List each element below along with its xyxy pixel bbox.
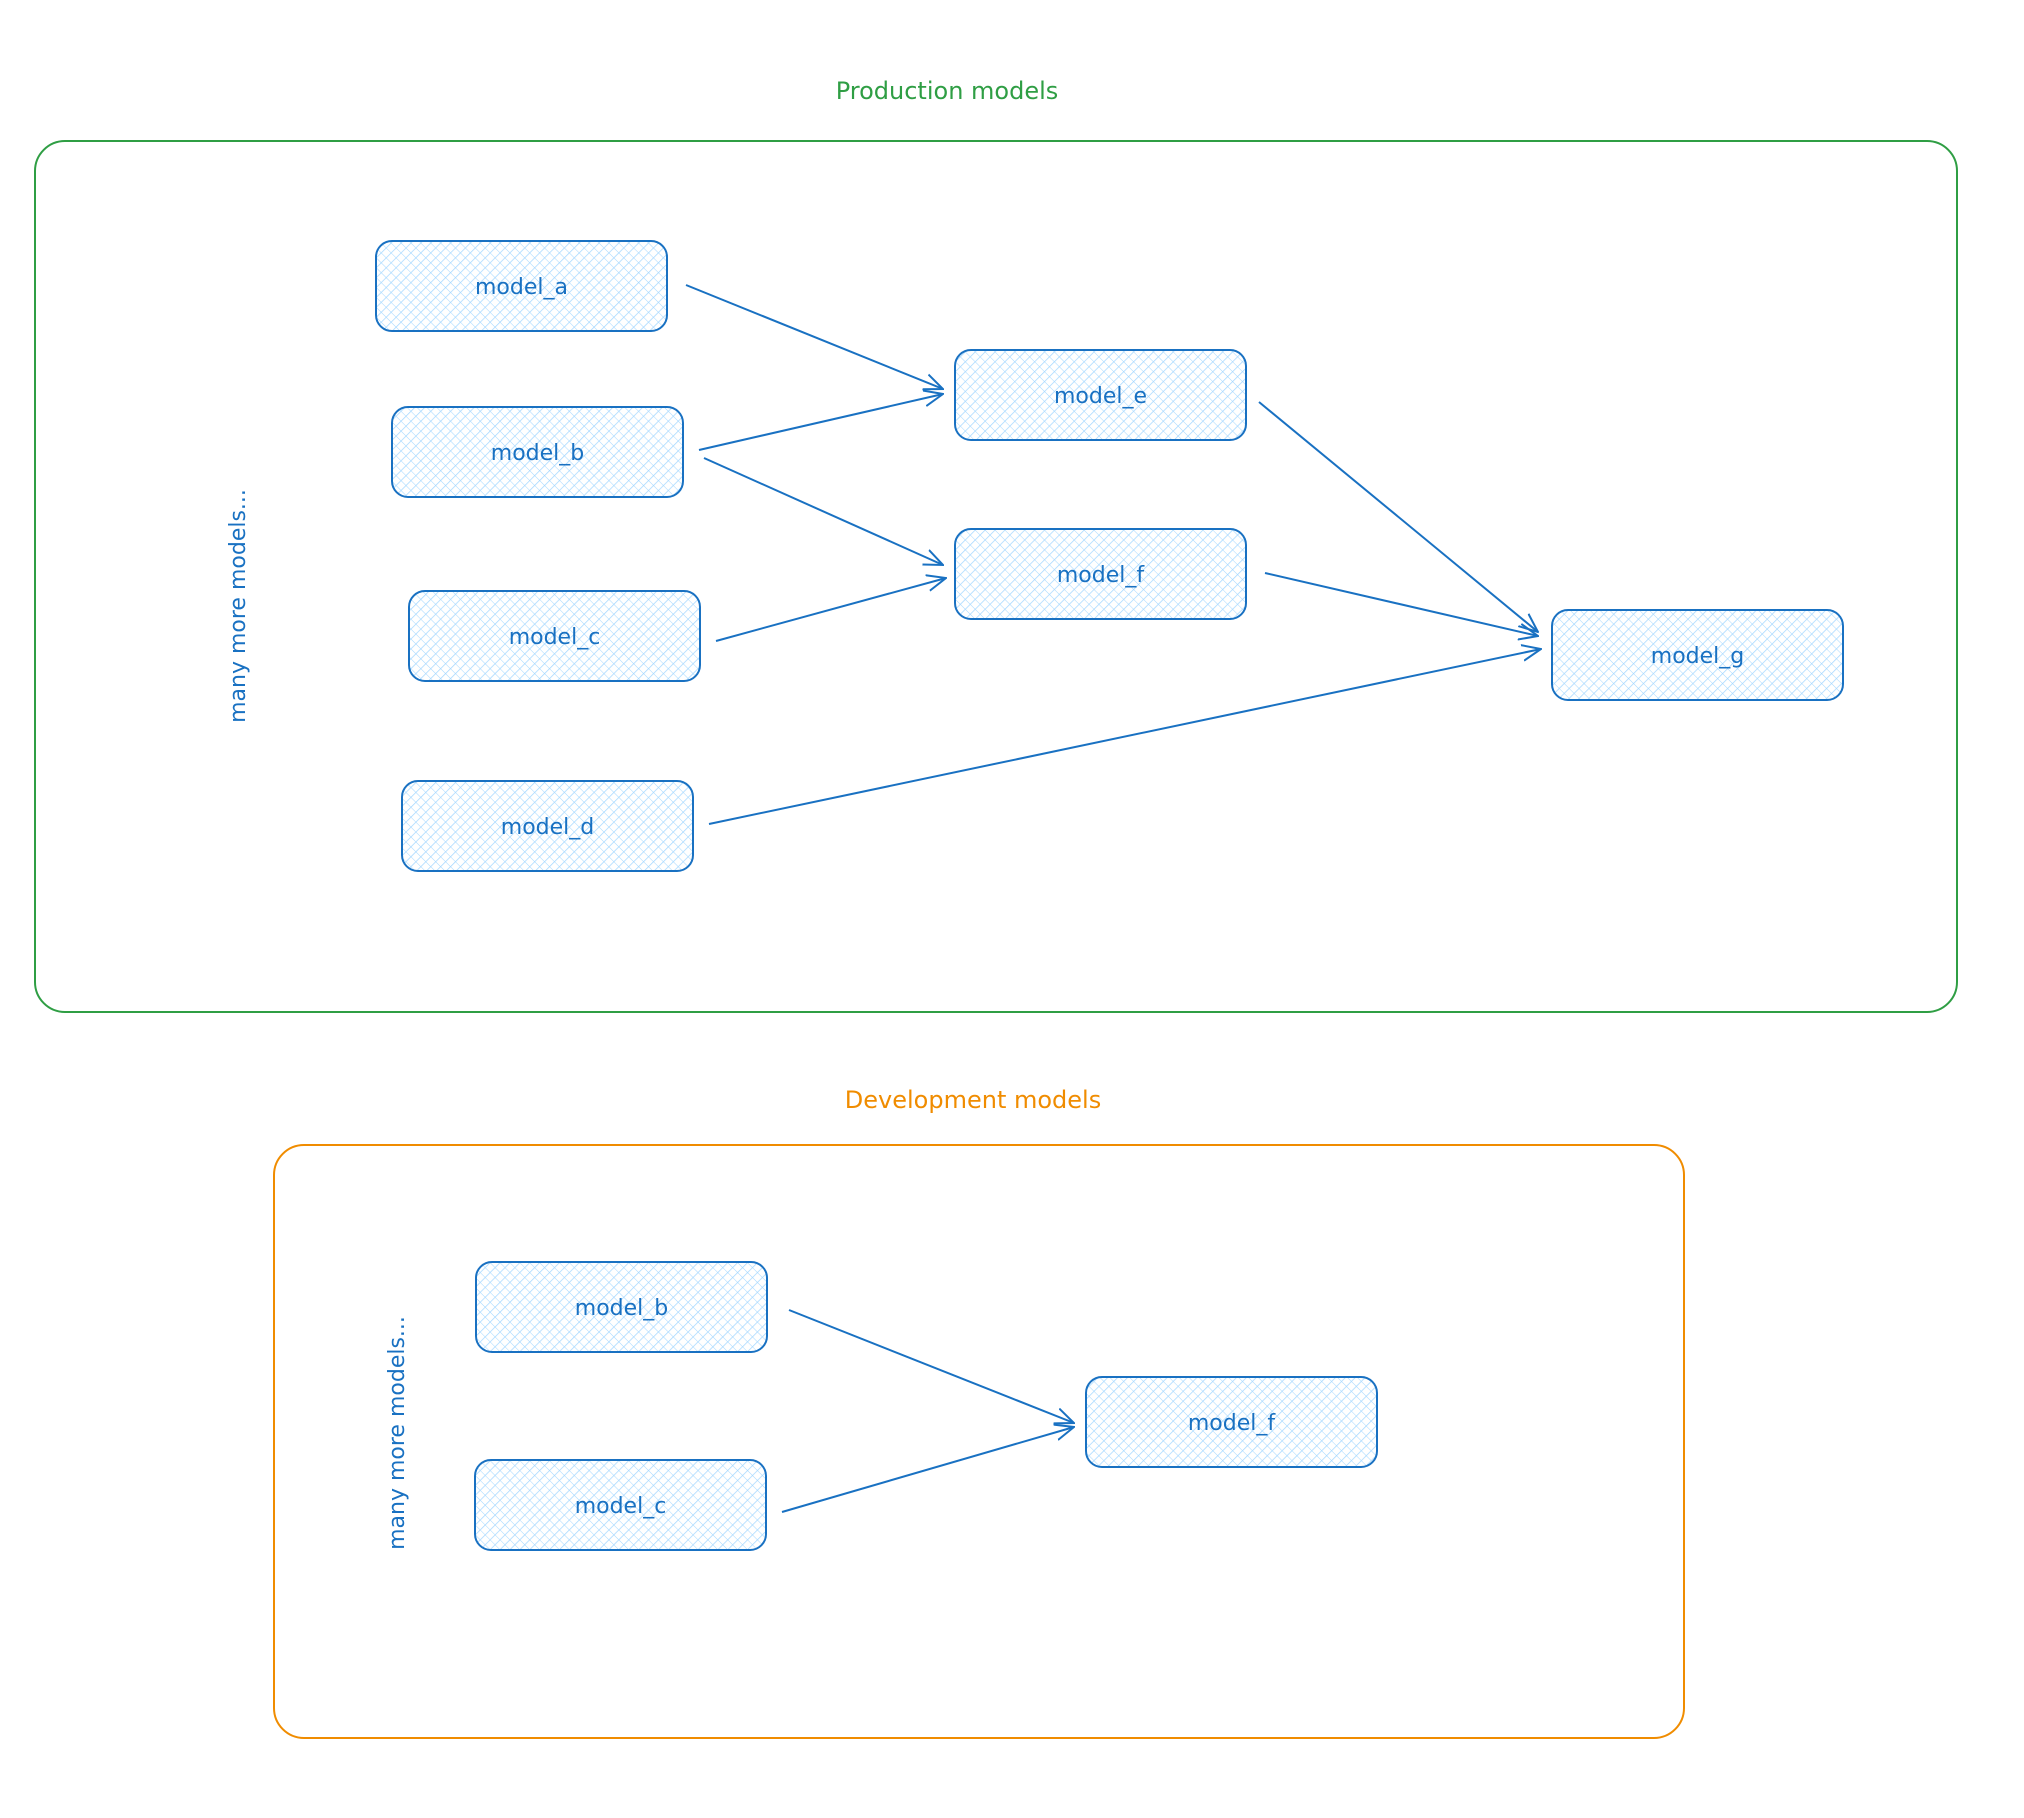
node-label: model_f	[1188, 1411, 1277, 1436]
node-box	[1085, 1376, 1378, 1468]
development-frame	[273, 1144, 1685, 1739]
node-label: model_c	[509, 625, 601, 650]
production-edge-model-d-to-model-g	[708, 649, 1541, 825]
node-box	[391, 406, 684, 498]
production-edge-model-f-to-model-g	[1264, 572, 1538, 636]
development-node-model-f: model_f	[1085, 1376, 1378, 1468]
production-title: Production models	[836, 77, 1059, 105]
node-label: model_c	[575, 1494, 667, 1519]
node-box	[474, 1459, 767, 1551]
production-edge-model-c-to-model-f	[715, 578, 946, 642]
production-node-model-a: model_a	[375, 240, 668, 332]
production-node-model-e: model_e	[954, 349, 1247, 441]
development-edge-model-b-to-model-f	[788, 1309, 1074, 1423]
production-node-model-c: model_c	[408, 590, 701, 682]
production-edge-model-a-to-model-e	[685, 284, 943, 389]
node-box	[1551, 609, 1844, 701]
production-more-models-note: many more models...	[226, 489, 251, 723]
development-more-models-note: many more models...	[385, 1316, 410, 1550]
development-title: Development models	[845, 1086, 1101, 1114]
production-node-model-f: model_f	[954, 528, 1247, 620]
node-box	[475, 1261, 768, 1353]
development-node-model-c: model_c	[474, 1459, 767, 1551]
node-label: model_d	[501, 815, 594, 840]
production-node-model-g: model_g	[1551, 609, 1844, 701]
production-frame	[34, 140, 1958, 1013]
node-box	[954, 349, 1247, 441]
node-label: model_g	[1651, 644, 1744, 669]
node-label: model_b	[575, 1296, 668, 1321]
production-edge-model-b-to-model-e	[698, 394, 943, 451]
development-group: Development models many more models... m…	[273, 1086, 1685, 1739]
production-edge-model-e-to-model-g	[1258, 401, 1538, 632]
production-node-model-b: model_b	[391, 406, 684, 498]
node-label: model_f	[1057, 563, 1146, 588]
development-edge-model-c-to-model-f	[781, 1427, 1074, 1513]
node-box	[954, 528, 1247, 620]
development-node-model-b: model_b	[475, 1261, 768, 1353]
production-node-model-d: model_d	[401, 780, 694, 872]
production-edge-model-b-to-model-f	[703, 457, 943, 565]
node-box	[408, 590, 701, 682]
node-label: model_b	[491, 441, 584, 466]
node-label: model_a	[475, 275, 568, 300]
node-label: model_e	[1054, 384, 1147, 409]
production-group: Production models many more models... mo…	[34, 77, 1958, 1013]
node-box	[401, 780, 694, 872]
node-box	[375, 240, 668, 332]
